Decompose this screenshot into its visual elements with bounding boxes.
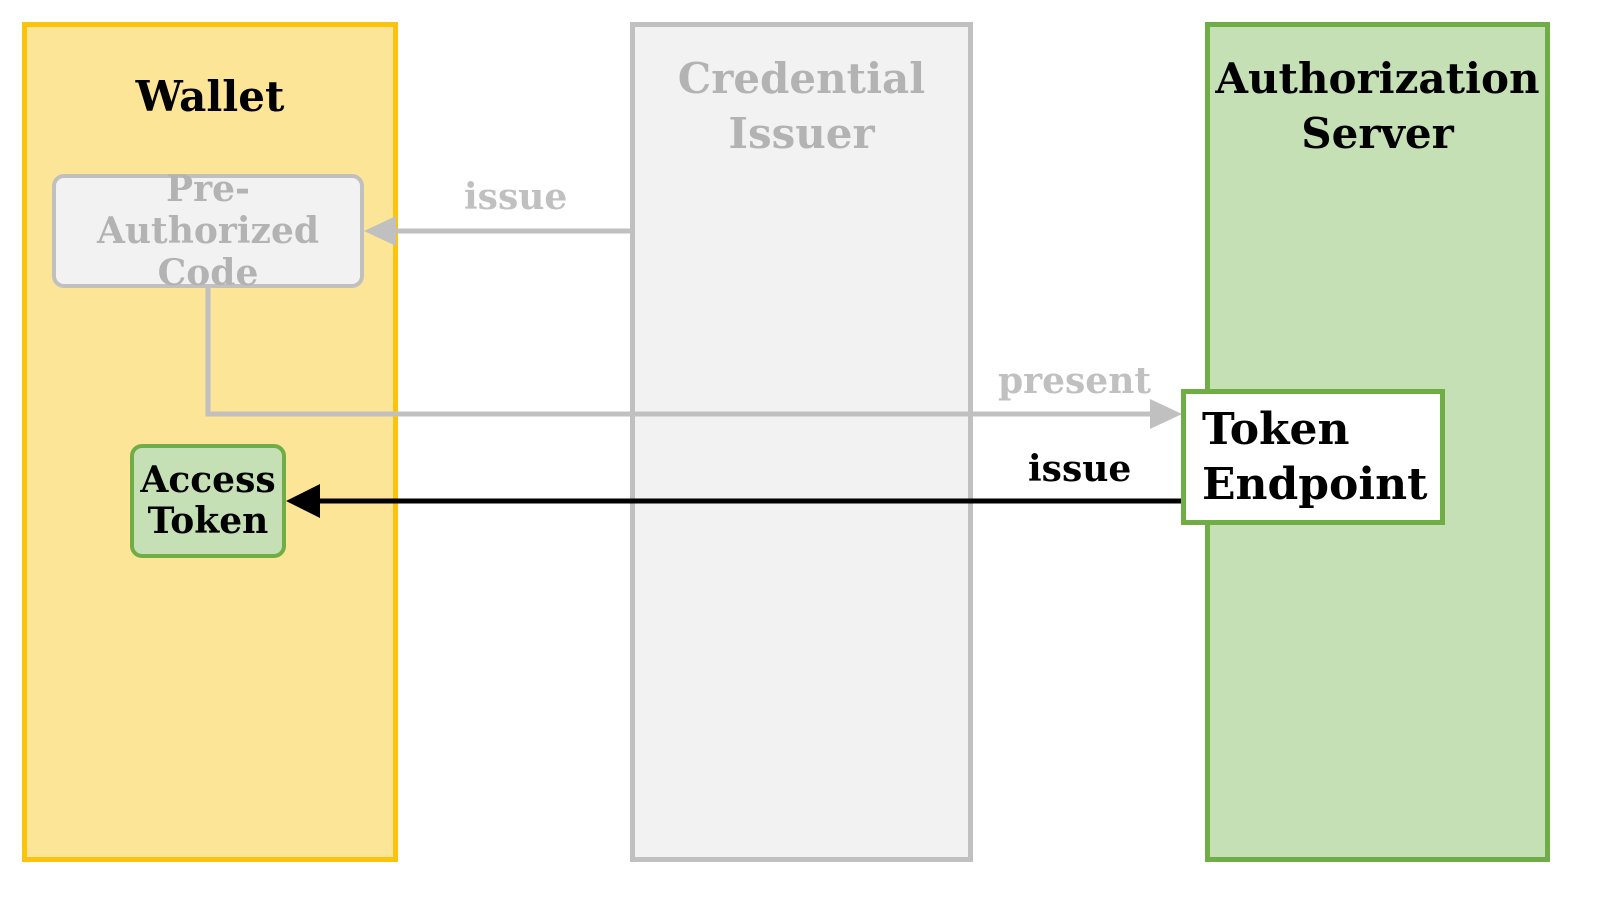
issue-token-arrowhead [286,484,320,518]
present-arrowhead [1150,399,1182,429]
authorization-server-lane-title: Authorization Server [1215,54,1540,158]
credential-issuer-lane: Credential Issuer [630,22,973,862]
present-arrow [205,286,1152,417]
pre-authorized-code-box: Pre-Authorized Code [52,168,364,294]
credential-issuer-lane-title: Credential Issuer [677,54,926,158]
token-endpoint-label: Token Endpoint [1202,404,1428,510]
access-token-label: Access Token [140,459,276,542]
token-endpoint-box: Token Endpoint [1181,389,1445,525]
issue-token-label: issue [1028,448,1132,490]
pre-authorized-code-label: Pre-Authorized Code [96,168,320,294]
issue-code-arrowhead [364,216,396,246]
access-token-box: Access Token [130,444,286,558]
issue-code-label: issue [464,176,568,218]
present-label: present [998,360,1152,402]
wallet-lane-title: Wallet [135,72,285,121]
wallet-lane: Wallet [22,22,398,862]
